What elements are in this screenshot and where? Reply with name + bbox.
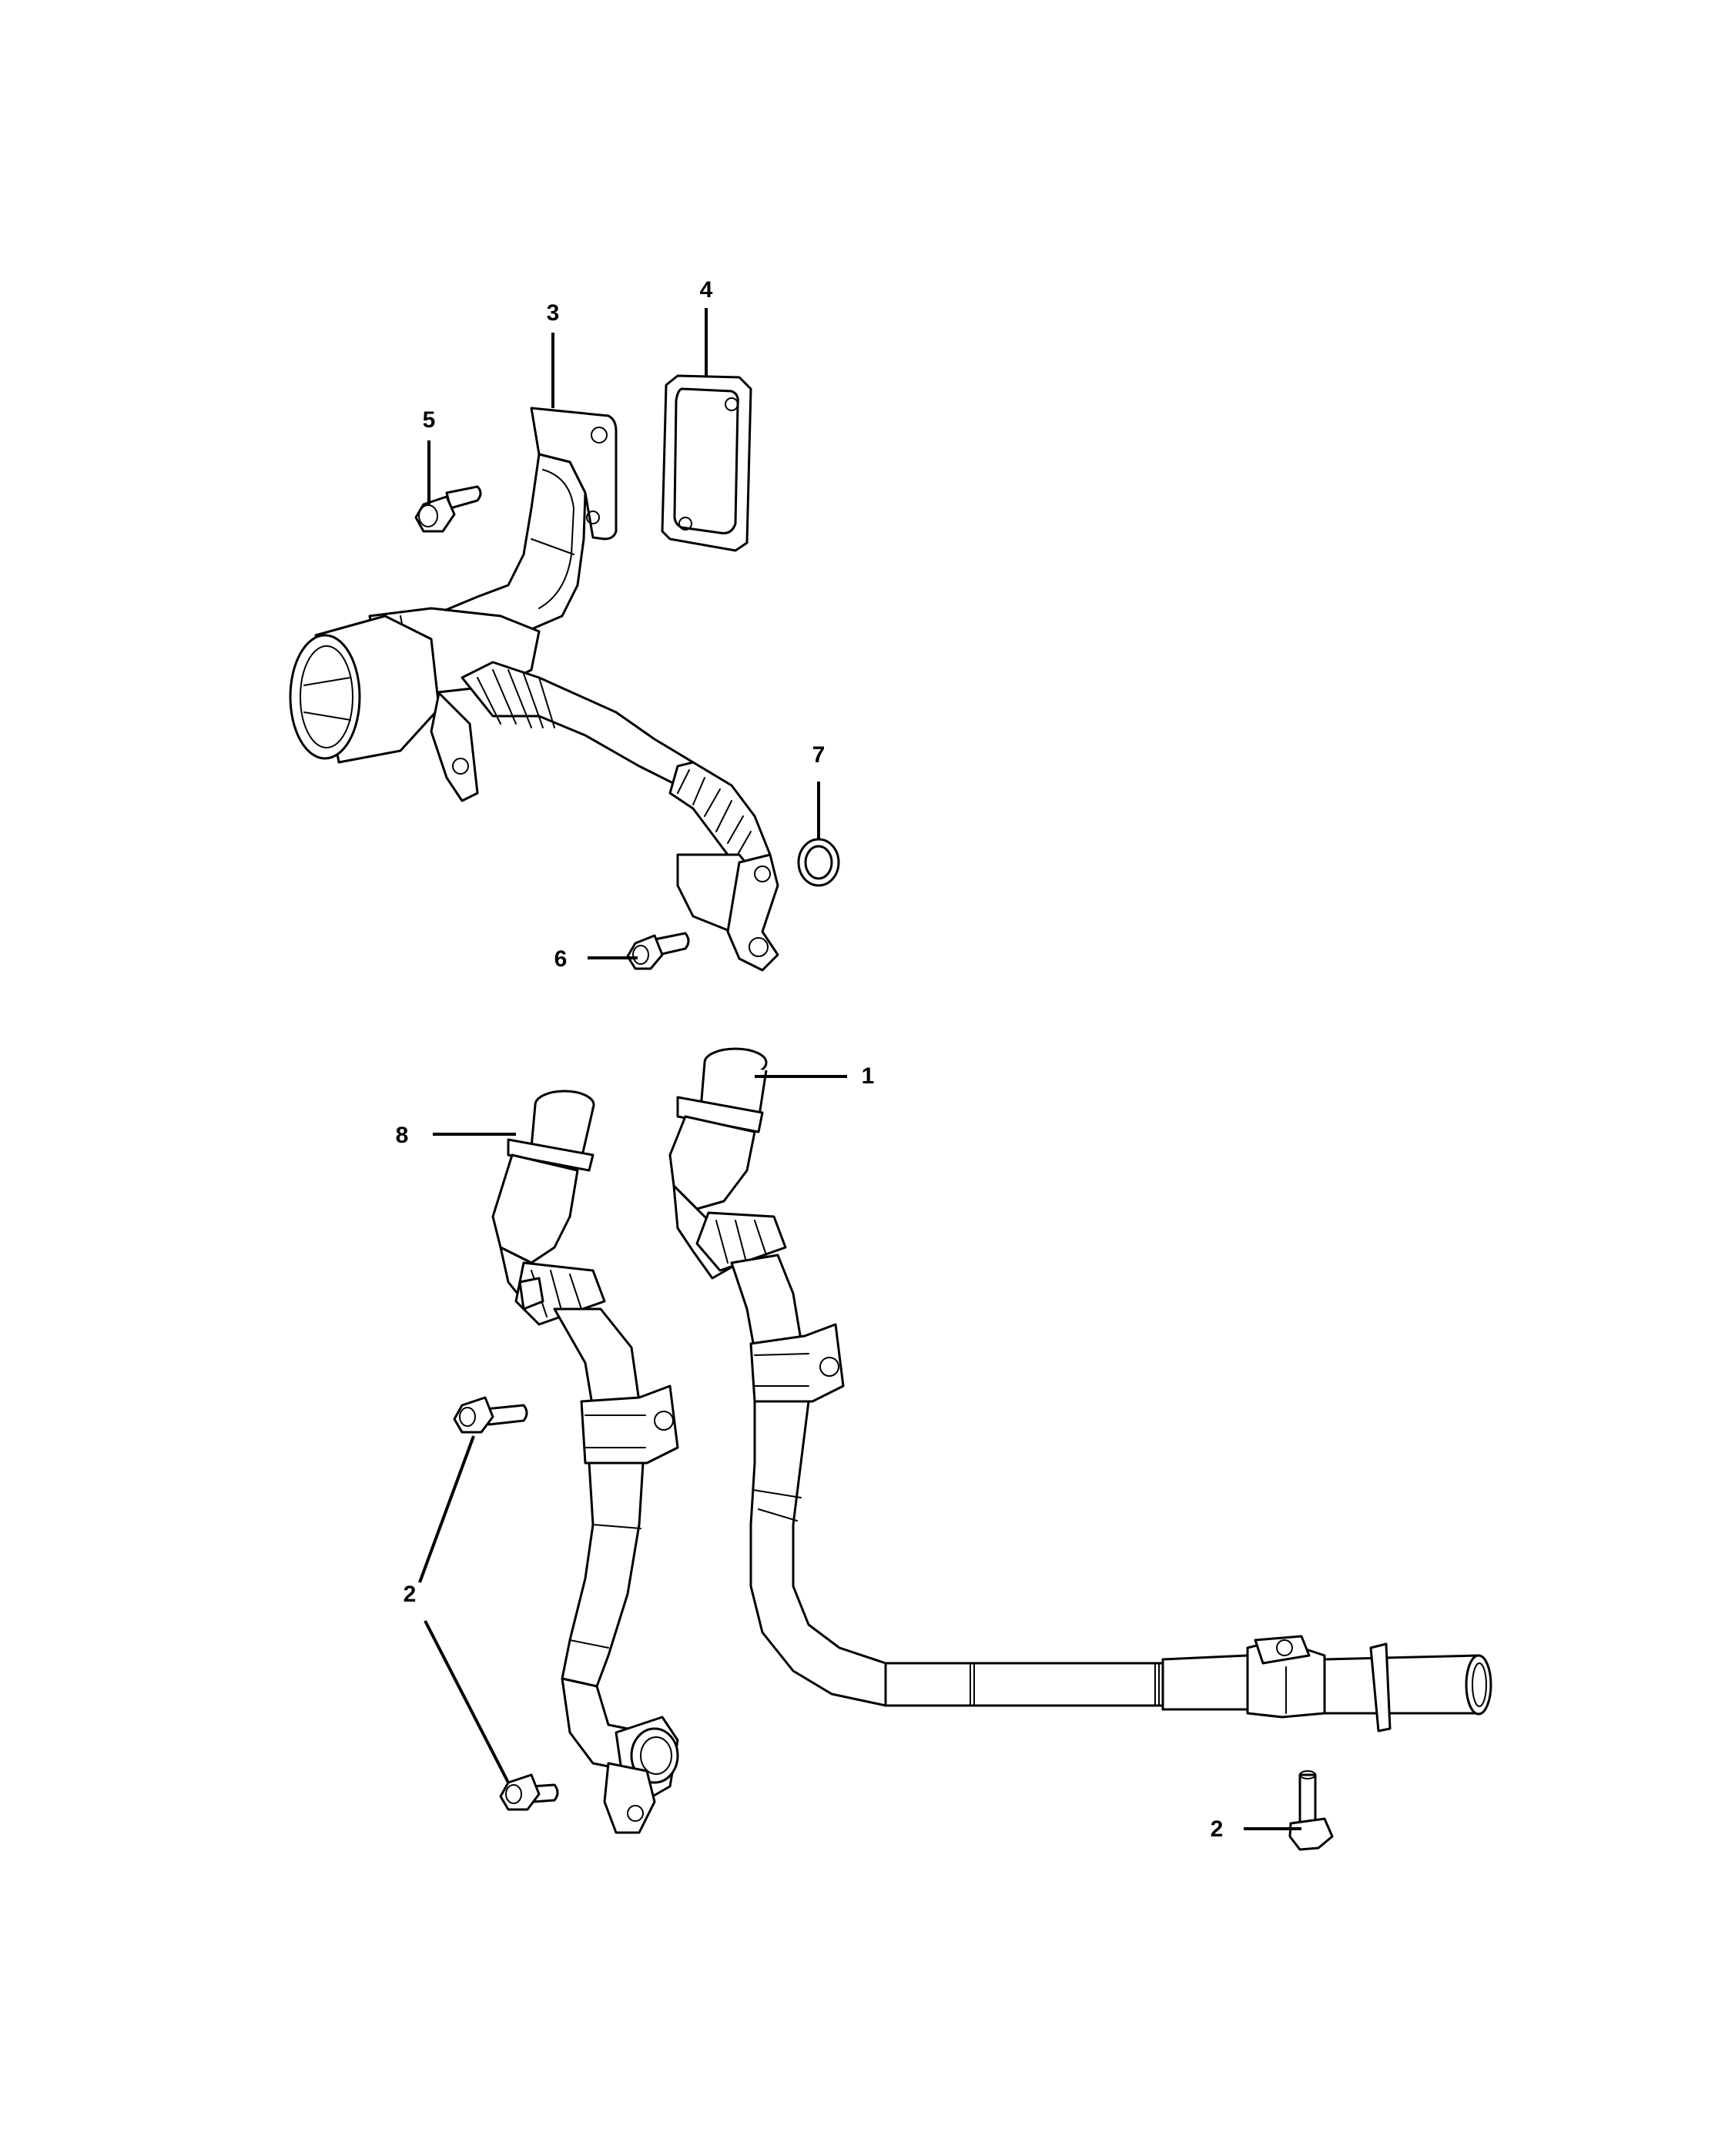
- callout-7: 7: [812, 742, 826, 768]
- part-2-bolt-lower: [499, 1773, 559, 1811]
- callout-3: 3: [547, 300, 560, 326]
- part-7-o-ring: [797, 838, 840, 887]
- part-3-bypass-hose: [461, 661, 779, 972]
- callout-4: 4: [700, 277, 713, 303]
- part-2-bolt-upper: [453, 1396, 528, 1434]
- callout-2-left: 2: [404, 1582, 417, 1607]
- leader-lines: [418, 308, 1301, 1830]
- leader-2a-up: [418, 1435, 475, 1583]
- part-3-outlet-housing: [289, 407, 618, 802]
- part-4-gasket: [661, 374, 752, 552]
- part-6-bolt: [626, 932, 690, 970]
- callout-1: 1: [862, 1063, 875, 1089]
- callout-6: 6: [554, 946, 568, 972]
- part-1-coolant-tube: [668, 1047, 1492, 1732]
- leader-2a-down: [424, 1620, 510, 1783]
- part-5-bolt: [414, 485, 482, 533]
- callout-2-right: 2: [1211, 1816, 1224, 1842]
- callout-8: 8: [396, 1123, 409, 1148]
- callout-5: 5: [423, 407, 436, 433]
- part-8-coolant-tube: [491, 1090, 679, 1834]
- callout-labels: 1 2 2 3 4 5 6 7 8: [396, 277, 1224, 1842]
- part-2-bolt-right: [1288, 1770, 1334, 1851]
